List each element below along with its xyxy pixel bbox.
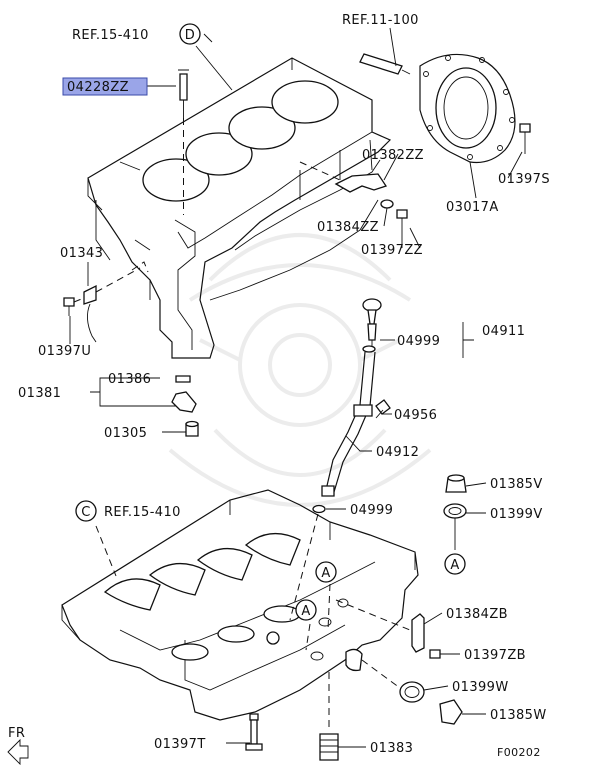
- main-bearing-saddle-3: [196, 548, 253, 581]
- plug-01385V: [445, 474, 467, 493]
- highlight-box: [62, 77, 148, 96]
- o-ring-04999-upper: [362, 345, 376, 353]
- cylinder-bore-3: [228, 106, 296, 150]
- plug-01385W: [439, 699, 463, 725]
- main-bearing-saddle-2: [148, 563, 206, 596]
- cylinder-bore-1: [142, 158, 210, 202]
- cylinder-bore-4: [271, 80, 339, 124]
- label-01382ZZ[interactable]: 01382ZZ: [362, 148, 424, 163]
- label-01397T[interactable]: 01397T: [154, 737, 206, 752]
- label-01385W[interactable]: 01385W: [490, 708, 547, 723]
- oil-level-gauge-04911: [362, 298, 382, 353]
- svg-text:A: A: [450, 558, 459, 573]
- label-01399V[interactable]: 01399V: [490, 507, 543, 522]
- pin-01386: [175, 375, 191, 383]
- leader-lines: [69, 27, 523, 748]
- sealant-tube: [359, 53, 411, 75]
- watermark-emblem: [168, 233, 432, 507]
- bolt-01397T: [245, 713, 263, 751]
- lower-crankcase: [61, 489, 419, 721]
- label-04912[interactable]: 04912: [376, 445, 419, 460]
- label-01397U[interactable]: 01397U: [38, 344, 91, 359]
- marker-a-lower: A: [295, 599, 317, 621]
- label-01397S[interactable]: 01397S: [498, 172, 550, 187]
- label-01305[interactable]: 01305: [104, 426, 147, 441]
- svg-text:D: D: [185, 28, 195, 43]
- gasket-01399V: [443, 503, 467, 519]
- clip-01343: [83, 261, 149, 343]
- label-01384ZB[interactable]: 01384ZB: [446, 607, 508, 622]
- bracket-01382ZZ: [299, 161, 388, 193]
- oil-pan-boss: [345, 648, 363, 672]
- label-01399W[interactable]: 01399W: [452, 680, 509, 695]
- bolt-01397ZB: [429, 649, 441, 659]
- rear-oil-seal-case-03017A: [419, 53, 516, 164]
- bolt-04228ZZ: [178, 69, 189, 215]
- marker-c: C: [75, 500, 97, 522]
- bolt-04956: [375, 399, 391, 419]
- ref-15-410-top[interactable]: REF.15-410: [72, 28, 149, 43]
- figure-code: F00202: [497, 746, 541, 759]
- bracket-01384ZB: [335, 599, 425, 653]
- main-bearing-saddle-4: [244, 533, 301, 566]
- bolt-01397S: [519, 123, 531, 154]
- svg-text:A: A: [301, 604, 310, 619]
- label-01343[interactable]: 01343: [60, 246, 103, 261]
- label-01386[interactable]: 01386: [108, 372, 151, 387]
- label-04956[interactable]: 04956: [394, 408, 437, 423]
- marker-a-right: A: [444, 553, 466, 575]
- ref-15-410-bottom[interactable]: REF.15-410: [104, 505, 181, 520]
- svg-text:A: A: [321, 566, 330, 581]
- ref-11-100[interactable]: REF.11-100: [342, 13, 419, 28]
- oil-filter-01383: [319, 672, 339, 761]
- svg-text:C: C: [81, 505, 90, 520]
- marker-d: D: [179, 23, 201, 45]
- oil-level-gauge-guide-04912: [321, 351, 376, 497]
- fr-arrow-icon: [7, 738, 29, 766]
- washer-01384ZZ: [380, 199, 394, 209]
- label-04228ZZ[interactable]: 04228ZZ: [67, 80, 129, 95]
- cylinder-block: [87, 57, 392, 359]
- o-ring-04999-lower: [289, 504, 326, 621]
- label-04999-upper[interactable]: 04999: [397, 334, 440, 349]
- dipstick-tube-hole: [266, 631, 280, 645]
- main-bearing-saddle-1: [103, 578, 161, 611]
- label-01397ZB[interactable]: 01397ZB: [464, 648, 526, 663]
- plug-01305: [185, 420, 199, 437]
- label-04911[interactable]: 04911: [482, 324, 525, 339]
- label-03017A[interactable]: 03017A: [446, 200, 499, 215]
- cradle-hole-2: [217, 625, 255, 643]
- cradle-hole-1: [171, 643, 209, 661]
- bolt-01397U: [63, 297, 85, 316]
- label-01385V[interactable]: 01385V: [490, 477, 543, 492]
- label-04999-lower[interactable]: 04999: [350, 503, 393, 518]
- cradle-hole-3: [263, 605, 301, 623]
- marker-a-upper: A: [315, 561, 337, 583]
- label-01384ZZ[interactable]: 01384ZZ: [317, 220, 379, 235]
- front-direction-indicator: FR: [7, 726, 29, 766]
- bracket-01381: [171, 391, 197, 413]
- label-01381[interactable]: 01381: [18, 386, 61, 401]
- bolt-01397ZZ: [396, 209, 408, 236]
- label-01383[interactable]: 01383: [370, 741, 413, 756]
- label-01397ZZ[interactable]: 01397ZZ: [361, 243, 423, 258]
- cylinder-bore-2: [185, 132, 253, 176]
- oil-seal: [435, 67, 497, 149]
- fr-label: FR: [8, 726, 25, 741]
- gasket-01399W: [361, 659, 425, 703]
